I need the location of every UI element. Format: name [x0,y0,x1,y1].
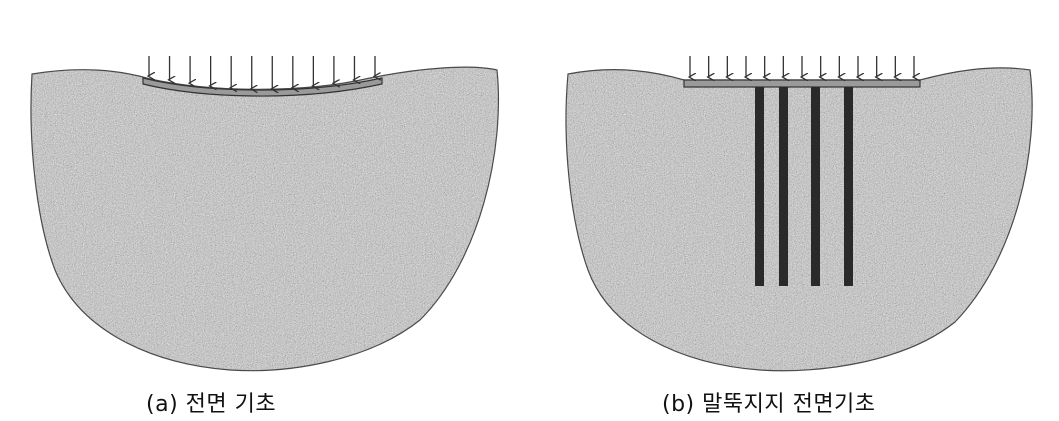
panel-raft-foundation [30,56,500,372]
soil-mass-outline [30,66,500,372]
panel-piled-raft-foundation [565,56,1033,372]
caption-piled-raft-foundation: (b) 말뚝지지 전면기초 [662,392,876,417]
caption-raft-foundation: (a) 전면 기초 [146,392,277,417]
pile [755,87,764,286]
load-arrows [149,56,375,89]
soil-mass [566,67,1033,371]
piles [755,87,853,286]
raft-slab [683,79,921,88]
pile [844,87,853,286]
load-arrows [690,56,914,77]
pile [779,87,788,286]
pile [811,87,820,286]
soil-mass [30,67,499,371]
soil-mass-outline [565,67,1033,372]
